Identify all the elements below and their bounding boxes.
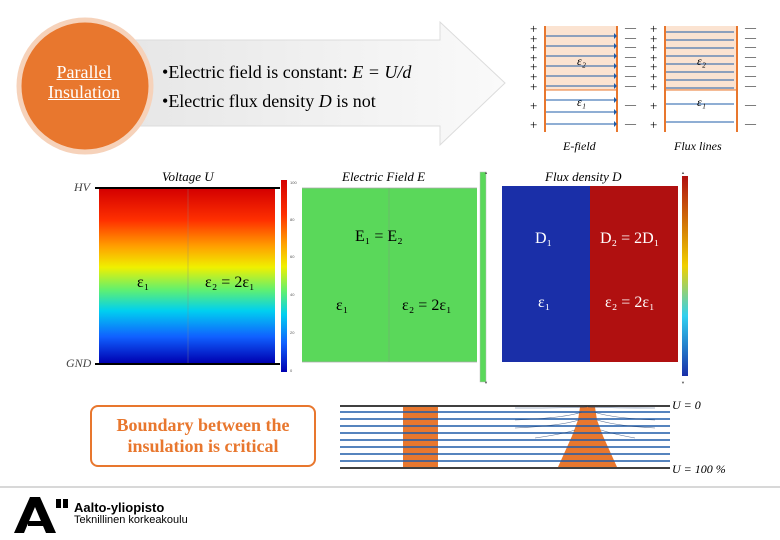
field-lines-figure	[340, 405, 670, 469]
efield-eps1-label: ε₁	[577, 95, 586, 109]
flux-plot-title: Flux density D	[545, 169, 622, 184]
flux-eps2: ε₂ = 2ε₁	[605, 294, 655, 311]
svg-text:▼: ▼	[681, 380, 685, 385]
capacitor-diagrams	[544, 26, 738, 132]
svg-text:40: 40	[290, 292, 295, 297]
voltage-plot-title: Voltage U	[162, 169, 214, 184]
flux-eps2-label: ε₂	[697, 54, 706, 68]
efield-plot: ▲▼	[302, 170, 488, 385]
bullet-flux-density: •Electric flux density D is not	[162, 91, 376, 112]
hv-label: HV	[74, 180, 90, 194]
flux-d1: D₁	[535, 230, 553, 247]
bullet2-text: Electric flux density	[168, 91, 319, 111]
voltage-eps1: ε₁	[137, 274, 150, 291]
voltage-plot: 100 80 60 40 20 0	[95, 180, 297, 373]
efield-eps2: ε₂ = 2ε₁	[402, 297, 452, 314]
field-lines-bottom-label: U = 100 %	[672, 462, 726, 476]
flux-capacitor	[664, 26, 738, 132]
svg-text:▲: ▲	[681, 170, 685, 175]
efield-minus-signs: —————————	[625, 22, 636, 130]
flux-plus-signs: +++++++++	[650, 21, 658, 132]
bullet-dot: •	[162, 91, 169, 111]
svg-text:20: 20	[290, 330, 295, 335]
footer-divider	[0, 486, 780, 488]
efield-plot-title: Electric Field E	[342, 169, 426, 184]
bullet2-variable: D	[318, 91, 332, 111]
svg-text:80: 80	[290, 217, 295, 222]
bullet-electric-field: •Electric field is constant: E = U/d	[162, 62, 411, 83]
voltage-eps2: ε₂ = 2ε₁	[205, 274, 255, 291]
field-lines-top-label: U = 0	[672, 398, 701, 412]
efield-eps1: ε₁	[336, 297, 349, 314]
svg-text:100: 100	[290, 180, 297, 185]
efield-caption: E-field	[563, 139, 596, 153]
flux-eps1: ε₁	[538, 294, 551, 311]
logo-line1: Aalto-yliopisto	[74, 500, 165, 515]
svg-text:60: 60	[290, 254, 295, 259]
bullet-dot: •	[162, 62, 169, 82]
boundary-note: Boundary between the insulation is criti…	[90, 405, 316, 467]
flux-plot: ▲▼	[502, 170, 688, 385]
logo-line2: Teknillinen korkeakoulu	[74, 514, 188, 526]
svg-text:▼: ▼	[484, 380, 488, 385]
topic-title: Parallel Insulation	[48, 62, 120, 102]
flux-d2: D₂ = 2D₁	[600, 230, 660, 247]
topic-arrow-shape	[16, 17, 506, 155]
efield-eps2-label: ε₂	[577, 54, 586, 68]
flux-minus-signs: —————————	[745, 22, 756, 130]
svg-text:▲: ▲	[484, 170, 488, 175]
gnd-label: GND	[66, 356, 92, 370]
efield-plus-signs: +++++++++	[530, 21, 538, 132]
efield-equation: E₁ = E₂	[355, 228, 403, 245]
flux-eps1-label: ε₁	[697, 95, 706, 109]
bullet2-tail: is not	[331, 91, 376, 111]
efield-capacitor	[544, 26, 618, 132]
svg-text:0: 0	[290, 368, 293, 373]
flux-caption: Flux lines	[674, 139, 722, 153]
bullet1-equation: E = U/d	[352, 62, 412, 82]
aalto-logo-icon	[14, 497, 68, 533]
bullet1-text: Electric field is constant:	[168, 62, 353, 82]
